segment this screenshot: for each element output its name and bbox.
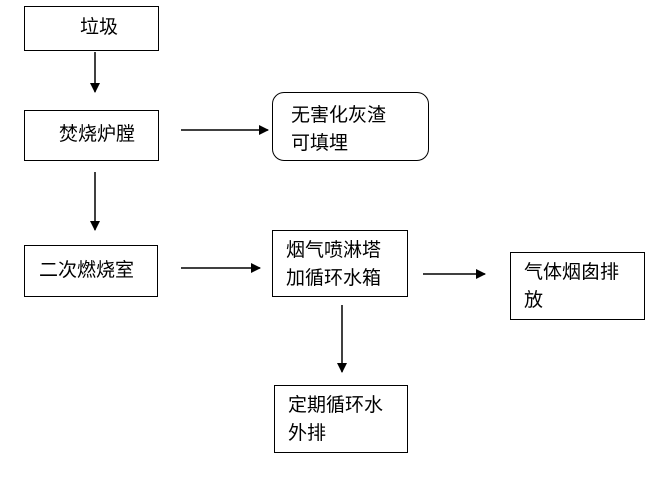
gas-chimney-exhaust-label-line1: 气体烟囱排	[524, 261, 620, 283]
garbage-label: 垃圾	[80, 16, 119, 38]
gas-chimney-exhaust-box: 气体烟囱排 放	[510, 252, 645, 320]
secondary-combustion-label: 二次燃烧室	[39, 259, 135, 281]
harmless-ash-label-line2: 可填埋	[291, 132, 349, 154]
harmless-ash-box: 无害化灰渣 可填埋	[272, 92, 429, 161]
garbage-box: 垃圾	[24, 6, 159, 51]
gas-chimney-exhaust-label-line2: 放	[524, 289, 544, 311]
flue-gas-spray-tower-label-line1: 烟气喷淋塔	[286, 239, 382, 261]
periodic-water-discharge-label-line2: 外排	[288, 422, 327, 444]
flue-gas-spray-tower-box: 烟气喷淋塔 加循环水箱	[272, 230, 408, 297]
periodic-water-discharge-label-line1: 定期循环水	[288, 394, 384, 416]
secondary-combustion-box: 二次燃烧室	[24, 245, 158, 297]
periodic-water-discharge-box: 定期循环水 外排	[274, 385, 408, 453]
flue-gas-spray-tower-label-line2: 加循环水箱	[286, 267, 382, 289]
harmless-ash-label-line1: 无害化灰渣	[291, 104, 387, 126]
incinerator-chamber-box: 焚烧炉膛	[24, 110, 159, 161]
incinerator-chamber-label: 焚烧炉膛	[59, 123, 136, 145]
